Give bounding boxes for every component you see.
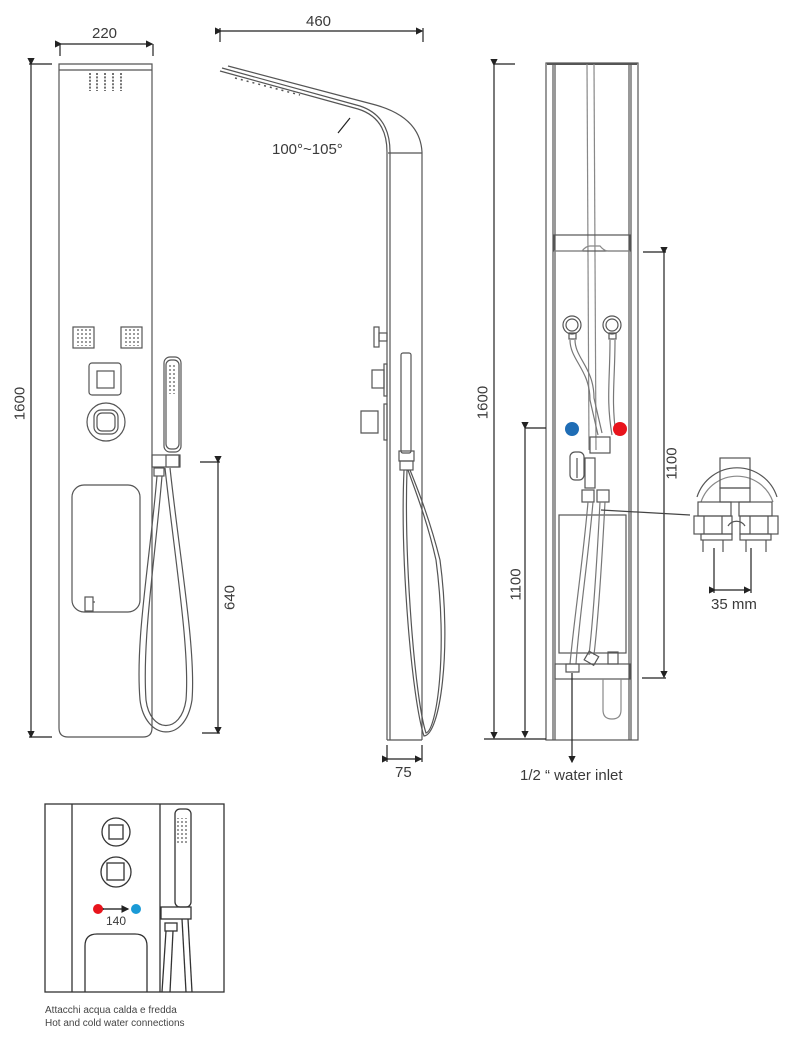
angle-label: 100°~105° [272,141,343,158]
rear-height-label: 1600 [474,385,492,420]
hose-height-label: 640 [221,584,239,611]
connector-spacing-label: 35 mm [711,596,757,613]
body-jet-right [120,326,143,349]
caption-italian: Attacchi acqua calda e fredda [45,1005,177,1016]
rear-inlet-height-right: 1100 [663,447,681,480]
inset-hot-dot [93,904,103,914]
connector-detail [693,457,779,594]
side-depth-label: 460 [306,13,332,30]
cold-water-dot [565,422,579,436]
front-view [27,40,222,739]
water-inlet-label: 1/2 “ water inlet [520,767,623,784]
hot-water-dot [613,422,627,436]
inset-spacing-label: 140 [106,914,127,928]
body-jet-left [72,326,95,349]
inset-cold-dot [131,904,141,914]
rear-inlet-height-left: 1100 [507,568,525,601]
rear-view [484,59,691,764]
front-height-label: 1600 [11,386,29,421]
caption-english: Hot and cold water connections [45,1018,185,1029]
front-width-label: 220 [92,25,118,42]
connections-inset [44,803,225,993]
side-view [215,27,446,763]
side-thickness-label: 75 [395,764,412,781]
